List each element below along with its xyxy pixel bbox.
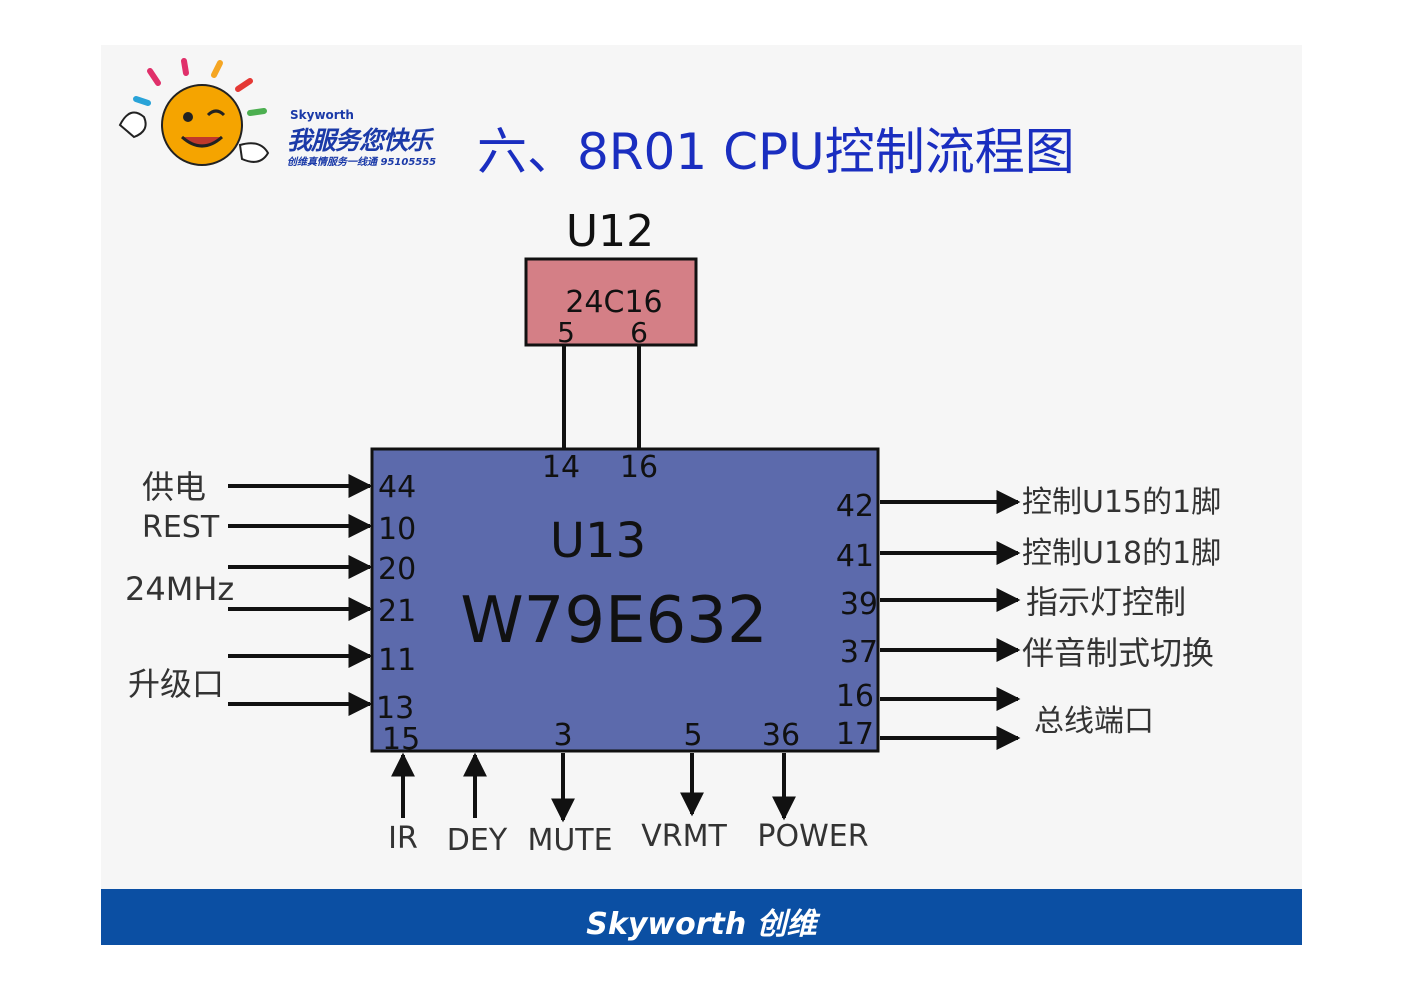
signal-label-power: POWER (757, 819, 868, 854)
cpu-pin-16-top: 16 (620, 450, 658, 485)
cpu-pin-41: 41 (836, 539, 874, 574)
footer-brand: Skyworth 创维 (586, 907, 817, 942)
eeprom-part: 24C16 (565, 285, 662, 320)
signal-label-dey: DEY (447, 823, 508, 858)
cpu-pin-10: 10 (378, 512, 416, 547)
eeprom-pin-6: 6 (630, 316, 648, 349)
cpu-chip (370, 447, 880, 753)
output-label-sound: 伴音制式切换 (1022, 634, 1214, 672)
cpu-pin-21: 21 (378, 594, 416, 629)
cpu-part: W79E632 (460, 584, 767, 658)
cpu-pin-36: 36 (762, 718, 800, 753)
sun-mascot-icon (118, 58, 270, 166)
cpu-pin-14: 14 (542, 450, 580, 485)
output-label-led: 指示灯控制 (1026, 583, 1186, 621)
output-label-u18: 控制U18的1脚 (1022, 536, 1221, 571)
footer-bar: Skyworth 创维 (101, 889, 1302, 945)
logo-brand: Skyworth (290, 108, 354, 122)
cpu-pin-16-right: 16 (836, 679, 874, 714)
input-label-crystal: 24MHz (125, 570, 234, 608)
page-title: 六、8R01 CPU控制流程图 (477, 123, 1075, 181)
signal-label-vrmt: VRMT (641, 819, 727, 854)
eeprom-pin-5: 5 (557, 316, 575, 349)
cpu-pin-11: 11 (378, 643, 416, 678)
eeprom-chip (524, 257, 698, 347)
cpu-pin-42: 42 (836, 489, 874, 524)
cpu-pin-44: 44 (378, 470, 416, 505)
signal-label-mute: MUTE (527, 823, 612, 858)
logo-slogan: 我服务您快乐 (287, 126, 432, 155)
eeprom-designator: U12 (566, 206, 654, 257)
cpu-pin-13: 13 (376, 691, 414, 726)
output-label-u15: 控制U15的1脚 (1022, 485, 1221, 520)
signal-label-ir: IR (388, 821, 418, 856)
cpu-pin-15: 15 (382, 722, 420, 757)
input-label-reset: REST (142, 510, 220, 545)
logo-hotline: 创维真情服务一线通 95105555 (287, 157, 437, 168)
input-label-power: 供电 (142, 468, 206, 506)
cpu-pin-37: 37 (840, 635, 878, 670)
cpu-pin-20: 20 (378, 552, 416, 587)
output-label-bus: 总线端口 (1034, 704, 1154, 739)
cpu-pin-3: 3 (553, 718, 572, 753)
cpu-pin-39: 39 (840, 587, 878, 622)
cpu-pin-5: 5 (683, 718, 702, 753)
cpu-designator: U13 (550, 513, 646, 569)
cpu-pin-17: 17 (836, 717, 874, 752)
input-label-upgrade: 升级口 (128, 665, 224, 703)
